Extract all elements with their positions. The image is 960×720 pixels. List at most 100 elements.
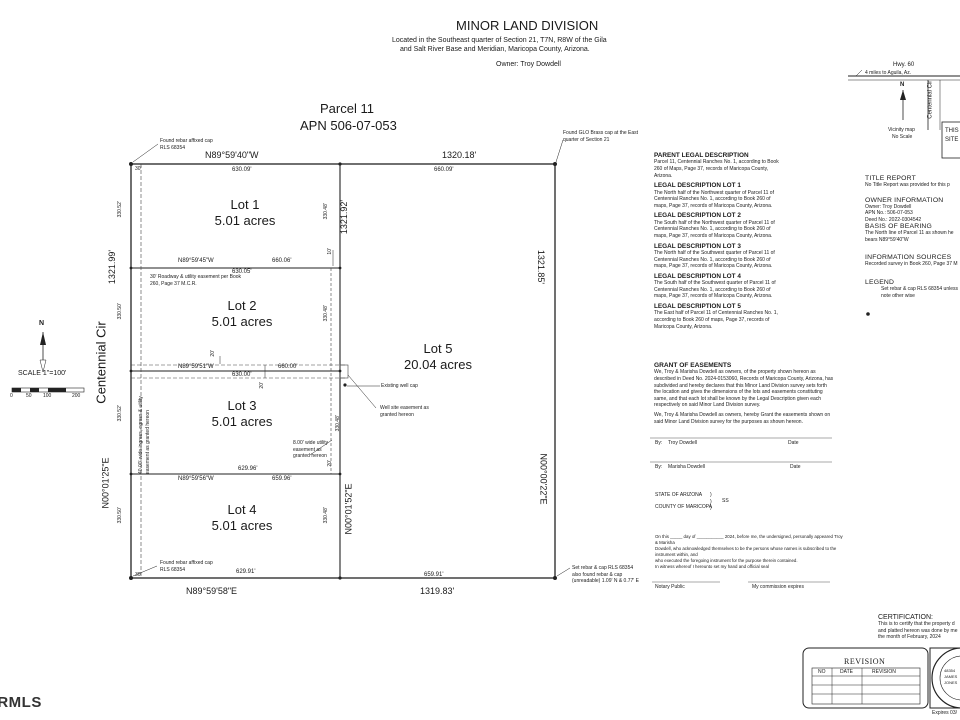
vicinity-hwy: Hwy. 60 — [893, 62, 915, 68]
revision-col-date: DATE — [840, 669, 853, 675]
vicinity-site: SITE — [945, 137, 959, 143]
note-glo-brass-cap: Found GLO Brass cap at the East quarter … — [563, 130, 639, 143]
armls-watermark: ARMLS — [0, 694, 42, 711]
distance-l23-east: 660.00' — [278, 364, 298, 370]
owner-line: Deed No.: 2022-0304542 — [865, 216, 922, 223]
seal-line: JONES — [944, 680, 958, 685]
distance-bottom-east: 659.91' — [424, 572, 444, 578]
street-name-label: Centennial Cir — [93, 321, 109, 404]
parcel-name: Parcel 11 — [320, 101, 374, 116]
note-rebar-se: Set rebar & cap RLS 68354 also found reb… — [572, 565, 639, 585]
note-roadway-easement: 30' Roadway & utility easement per Book … — [150, 274, 242, 287]
scale-tick-200: 200 — [72, 393, 81, 399]
notary-state: STATE OF ARIZONA — [655, 492, 703, 498]
note-rebar-sw: Found rebar affixed cap RLS 68354 — [160, 560, 213, 573]
vicinity-caption-noscale: No Scale — [892, 134, 913, 140]
certification-heading: CERTIFICATION: — [878, 614, 933, 621]
seg-lot3-right: 330.48' — [334, 415, 341, 432]
surveyor-seal — [931, 647, 960, 709]
grant-paragraph-2: We, Troy & Marisha Dowdell as owners, he… — [654, 411, 831, 425]
distance-left-total: 1321.99' — [107, 249, 118, 285]
north-label: N — [39, 320, 45, 327]
grant-paragraph-1: We, Troy & Marisha Dowdell as owners, of… — [654, 369, 834, 409]
title-report-text: No Title Report was provided for this p — [865, 182, 950, 188]
drawing-title: MINOR LAND DIVISION — [456, 18, 599, 33]
note-well-cap: Existing well cap — [381, 383, 418, 389]
revision-col-no: NO — [818, 669, 826, 675]
sig-date-1: Date — [788, 440, 799, 446]
revision-box — [802, 647, 929, 709]
bearing-left: N00°01'25"E — [100, 457, 111, 509]
vicinity-site-box — [941, 121, 960, 159]
certification-line: and platted hereon was done by me — [878, 627, 958, 634]
revision-col-revision: REVISION — [872, 669, 896, 675]
certification-line: This is to certify that the property d — [878, 621, 955, 627]
bearing-right: N00°00'22"E — [538, 453, 549, 505]
lot-name: Lot 2 — [227, 298, 257, 313]
seal-line: JAMES — [944, 674, 958, 679]
seal-number: 48354 — [944, 668, 956, 673]
distance-bottom-west: 629.91' — [236, 569, 256, 575]
notary-text: On this _____ day of ___________ 2024, b… — [655, 534, 845, 570]
distance-bottom-total: 1319.83' — [420, 586, 455, 596]
sig-by-2: By: — [655, 464, 663, 470]
basis-line: The North line of Parcel 11 as shown he — [865, 230, 954, 237]
note-ingress-easement: 40.00' wide ingress, egress & utility ea… — [138, 396, 151, 474]
legal-heading: LEGAL DESCRIPTION LOT 3 — [654, 242, 741, 250]
legal-heading: PARENT LEGAL DESCRIPTION — [654, 152, 749, 159]
scale-tick-0: 0 — [10, 393, 13, 399]
distance-l12-west: 630.05' — [232, 269, 252, 275]
revision-title: REVISION — [844, 657, 886, 666]
bearing-lot3-lot4: N89°59'56"W — [178, 476, 214, 482]
title-location-line2: and Salt River Base and Meridian, Marico… — [400, 46, 590, 53]
seg-20-utility: 20' — [326, 460, 333, 467]
certification: CERTIFICATION: This is to certify that t… — [878, 614, 960, 641]
legal-heading: LEGAL DESCRIPTION LOT 5 — [654, 302, 741, 310]
sig-by-1: By: — [655, 440, 663, 446]
seg-10: 10' — [326, 248, 333, 255]
legal-heading: LEGAL DESCRIPTION LOT 1 — [654, 182, 741, 190]
basis-line: bears N89°59'40"W — [865, 236, 909, 243]
legal-heading: LEGAL DESCRIPTION LOT 2 — [654, 212, 741, 220]
distance-l23-west: 630.00' — [232, 372, 252, 378]
sig-name-2: Marisha Dowdell — [668, 464, 705, 470]
title-report-heading: TITLE REPORT — [865, 175, 916, 182]
notary-expires: My commission expires — [752, 584, 804, 590]
vicinity-caption: Vicinity map — [888, 127, 915, 133]
sig-date-2: Date — [790, 464, 801, 470]
legal-text: The South half of the Northwest quarter … — [654, 219, 775, 239]
title-location-line1: Located in the Southeast quarter of Sect… — [392, 37, 607, 44]
lot-area: 5.01 acres — [211, 314, 273, 329]
seal-expires: Expires 03/ — [932, 710, 958, 716]
vicinity-this: THIS — [945, 128, 959, 134]
notary-line: On this _____ day of ___________ 2024, b… — [655, 534, 843, 545]
bearing-top: N89°59'40"W — [205, 150, 259, 160]
lot-name: Lot 3 — [227, 398, 257, 413]
notary-line: who executed the foregoing instrument fo… — [655, 558, 798, 563]
seg-lot3-left: 330.52' — [116, 405, 123, 422]
notary-ss: SS — [722, 498, 729, 504]
legal-text: The South half of the Southwest quarter … — [654, 280, 776, 300]
distance-mid-total: 1321.92' — [339, 199, 350, 235]
certification-line: the month of February, 2024 — [878, 634, 941, 641]
lot-name: Lot 1 — [230, 197, 260, 212]
bearing-lot1-lot2: N89°59'45"W — [178, 258, 214, 264]
vicinity-north-label: N — [900, 82, 905, 88]
seg-lot2-left: 330.50' — [116, 303, 123, 320]
distance-l12-east: 660.06' — [272, 258, 292, 264]
notary-line: Dowdell, who acknowledged themselves to … — [655, 546, 837, 557]
distance-right-total: 1321.85' — [536, 249, 547, 285]
notary-brace: ))) — [710, 492, 712, 512]
scale-tick-50: 50 — [26, 393, 32, 399]
lot-name: Lot 5 — [423, 341, 453, 356]
info-sources-heading: INFORMATION SOURCES — [865, 253, 952, 261]
north-arrow-icon — [39, 332, 47, 373]
distance-l34-west: 629.96' — [238, 466, 258, 472]
legend-line: note other wise — [881, 292, 915, 299]
legend-heading: LEGEND — [865, 279, 895, 287]
